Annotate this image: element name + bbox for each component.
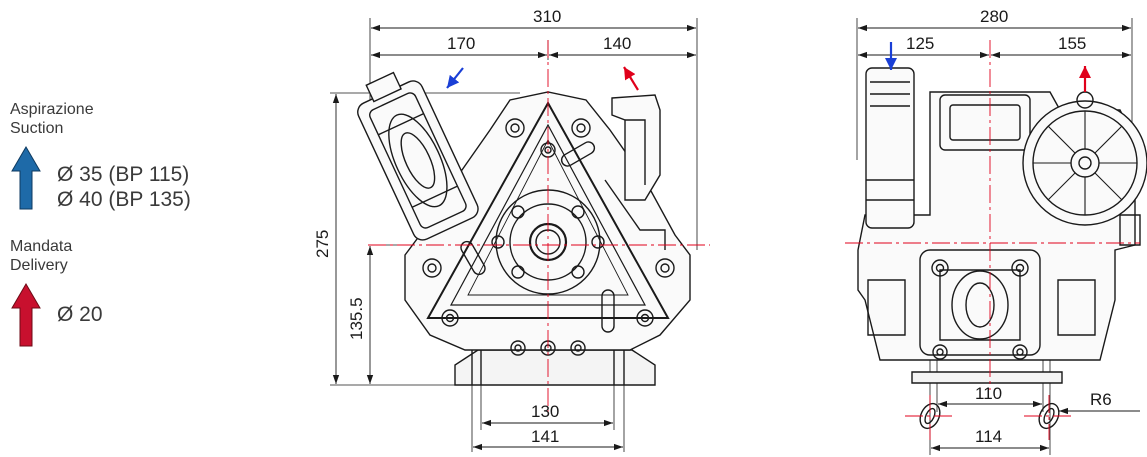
delivery-label-it: Mandata xyxy=(10,238,73,255)
suction-label-it: Aspirazione xyxy=(10,101,94,118)
side-center-lines xyxy=(845,40,1140,440)
front-pump-body xyxy=(357,71,691,386)
front-center-lines xyxy=(368,40,710,415)
suction-label-en: Suction xyxy=(10,120,64,137)
dim-front-base-outer: 141 xyxy=(531,427,559,446)
dim-side-left-width: 125 xyxy=(906,34,934,53)
dim-side-slot-radius: R6 xyxy=(1090,390,1112,409)
delivery-label-en: Delivery xyxy=(10,257,68,274)
suction-arrow-icon xyxy=(11,146,41,210)
dim-front-left-width: 170 xyxy=(447,34,475,53)
delivery-arrow-icon xyxy=(11,283,41,347)
dim-front-height: 275 xyxy=(313,230,332,258)
side-pump-body xyxy=(857,67,1147,384)
front-inlet-arrow-icon xyxy=(446,67,464,89)
suction-value-1: Ø 35 (BP 115) xyxy=(57,163,190,186)
dim-side-right-width: 155 xyxy=(1058,34,1086,53)
side-mount-slots xyxy=(919,402,1060,430)
side-dimension-lines xyxy=(858,24,1140,452)
suction-value-2: Ø 40 (BP 135) xyxy=(57,188,191,211)
dim-front-right-width: 140 xyxy=(603,34,631,53)
front-view xyxy=(330,18,710,452)
dim-side-hole-outer: 114 xyxy=(975,427,1002,446)
delivery-value: Ø 20 xyxy=(57,303,103,326)
dim-front-base-inner: 130 xyxy=(531,402,559,421)
front-dimension-lines xyxy=(332,24,696,451)
dim-front-center-height: 135.5 xyxy=(347,297,366,340)
side-view xyxy=(845,18,1147,455)
front-outlet-arrow-icon xyxy=(623,66,639,91)
dim-side-overall-width: 280 xyxy=(980,7,1008,26)
dim-side-hole-spacing: 110 xyxy=(975,384,1002,403)
dim-front-overall-width: 310 xyxy=(533,7,561,26)
